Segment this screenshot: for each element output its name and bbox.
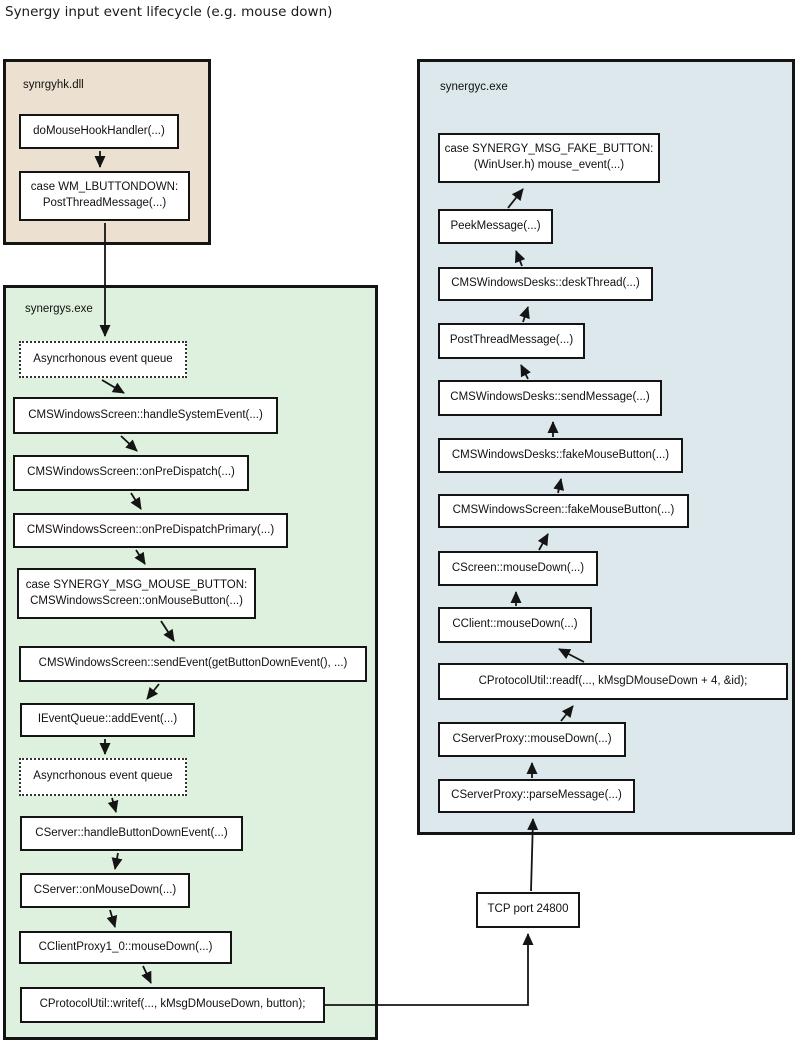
node-case-wm-lbuttondown: case WM_LBUTTONDOWN: PostThreadMessage(.… [19, 171, 190, 221]
node-label: CProtocolUtil::readf(..., kMsgDMouseDown… [478, 674, 748, 687]
node-label: CMSWindowsScreen::handleSystemEvent(...) [28, 408, 263, 421]
node-label: case WM_LBUTTONDOWN: [30, 181, 179, 194]
node-label: CServerProxy::parseMessage(...) [451, 789, 622, 802]
node-send-event: CMSWindowsScreen::sendEvent(getButtonDow… [19, 646, 367, 682]
node-label: Asyncrhonous event queue [33, 352, 173, 365]
node-protocol-writef: CProtocolUtil::writef(..., kMsgDMouseDow… [20, 987, 325, 1023]
container-label-synrgyhk: synrgyhk.dll [23, 79, 84, 91]
node-screen-fake-mouse-button: CMSWindowsScreen::fakeMouseButton(...) [438, 494, 689, 528]
node-label: CMSWindowsScreen::sendEvent(getButtonDow… [38, 657, 348, 670]
node-tcp-port: TCP port 24800 [476, 892, 580, 928]
node-label: CMSWindowsDesks::sendMessage(...) [450, 391, 650, 404]
node-cscreen-mouse-down: CScreen::mouseDown(...) [438, 551, 598, 586]
node-on-pre-dispatch-primary: CMSWindowsScreen::onPreDispatchPrimary(.… [13, 513, 288, 548]
node-label: doMouseHookHandler(...) [33, 124, 165, 137]
node-label: case SYNERGY_MSG_MOUSE_BUTTON: [25, 578, 248, 591]
node-desks-send-message: CMSWindowsDesks::sendMessage(...) [438, 380, 662, 416]
node-peek-message: PeekMessage(...) [438, 209, 553, 244]
node-label: CMSWindowsDesks::deskThread(...) [451, 277, 640, 290]
node-label: TCP port 24800 [487, 903, 569, 916]
node-protocol-readf: CProtocolUtil::readf(..., kMsgDMouseDown… [438, 663, 788, 700]
node-async-event-queue-2: Asyncrhonous event queue [19, 758, 187, 796]
node-label: Asyncrhonous event queue [33, 770, 173, 783]
node-case-synergy-msg-fake-button: case SYNERGY_MSG_FAKE_BUTTON: (WinUser.h… [438, 133, 660, 183]
node-do-mouse-hook-handler: doMouseHookHandler(...) [19, 114, 179, 149]
node-async-event-queue-1: Asyncrhonous event queue [19, 341, 187, 378]
node-on-pre-dispatch: CMSWindowsScreen::onPreDispatch(...) [13, 455, 249, 491]
node-server-proxy-mouse-down: CServerProxy::mouseDown(...) [438, 722, 626, 757]
node-label: PostThreadMessage(...) [449, 334, 574, 347]
node-cclient-mouse-down: CClient::mouseDown(...) [438, 607, 592, 643]
node-desk-thread: CMSWindowsDesks::deskThread(...) [438, 267, 653, 301]
node-label: case SYNERGY_MSG_FAKE_BUTTON: [444, 143, 654, 156]
node-label: IEventQueue::addEvent(...) [37, 713, 178, 726]
node-desks-fake-mouse-button: CMSWindowsDesks::fakeMouseButton(...) [438, 438, 683, 473]
node-label: CMSWindowsScreen::onPreDispatchPrimary(.… [26, 523, 275, 536]
node-label: CClient::mouseDown(...) [452, 618, 578, 631]
node-label: CProtocolUtil::writef(..., kMsgDMouseDow… [39, 998, 306, 1011]
node-label: CServerProxy::mouseDown(...) [452, 732, 612, 745]
node-label: (WinUser.h) mouse_event(...) [473, 159, 625, 171]
node-client-proxy-mouse-down: CClientProxy1_0::mouseDown(...) [19, 931, 232, 964]
node-add-event: IEventQueue::addEvent(...) [20, 703, 195, 737]
node-label: CMSWindowsDesks::fakeMouseButton(...) [451, 448, 670, 461]
node-handle-button-down-event: CServer::handleButtonDownEvent(...) [20, 816, 243, 851]
node-server-proxy-parse-message: CServerProxy::parseMessage(...) [438, 779, 635, 813]
node-label: CMSWindowsScreen::onMouseButton(...) [30, 594, 243, 607]
node-label: CMSWindowsScreen::fakeMouseButton(...) [452, 504, 675, 517]
node-handle-system-event: CMSWindowsScreen::handleSystemEvent(...) [13, 397, 278, 434]
node-label: CServer::handleButtonDownEvent(...) [35, 826, 228, 839]
node-label: CServer::onMouseDown(...) [33, 883, 177, 896]
container-label-synergys: synergys.exe [25, 303, 93, 315]
node-label: PostThreadMessage(...) [42, 197, 167, 209]
container-label-synergyc: synergyc.exe [440, 81, 508, 93]
node-label: CScreen::mouseDown(...) [451, 561, 585, 574]
node-label: CMSWindowsScreen::onPreDispatch(...) [27, 466, 235, 479]
node-label: PeekMessage(...) [450, 219, 541, 232]
node-post-thread-message: PostThreadMessage(...) [438, 323, 585, 359]
diagram-title: Synergy input event lifecycle (e.g. mous… [5, 4, 333, 20]
node-cserver-on-mouse-down: CServer::onMouseDown(...) [20, 873, 190, 908]
node-case-synergy-msg-mouse-button: case SYNERGY_MSG_MOUSE_BUTTON: CMSWindow… [17, 568, 256, 619]
node-label: CClientProxy1_0::mouseDown(...) [38, 940, 213, 953]
